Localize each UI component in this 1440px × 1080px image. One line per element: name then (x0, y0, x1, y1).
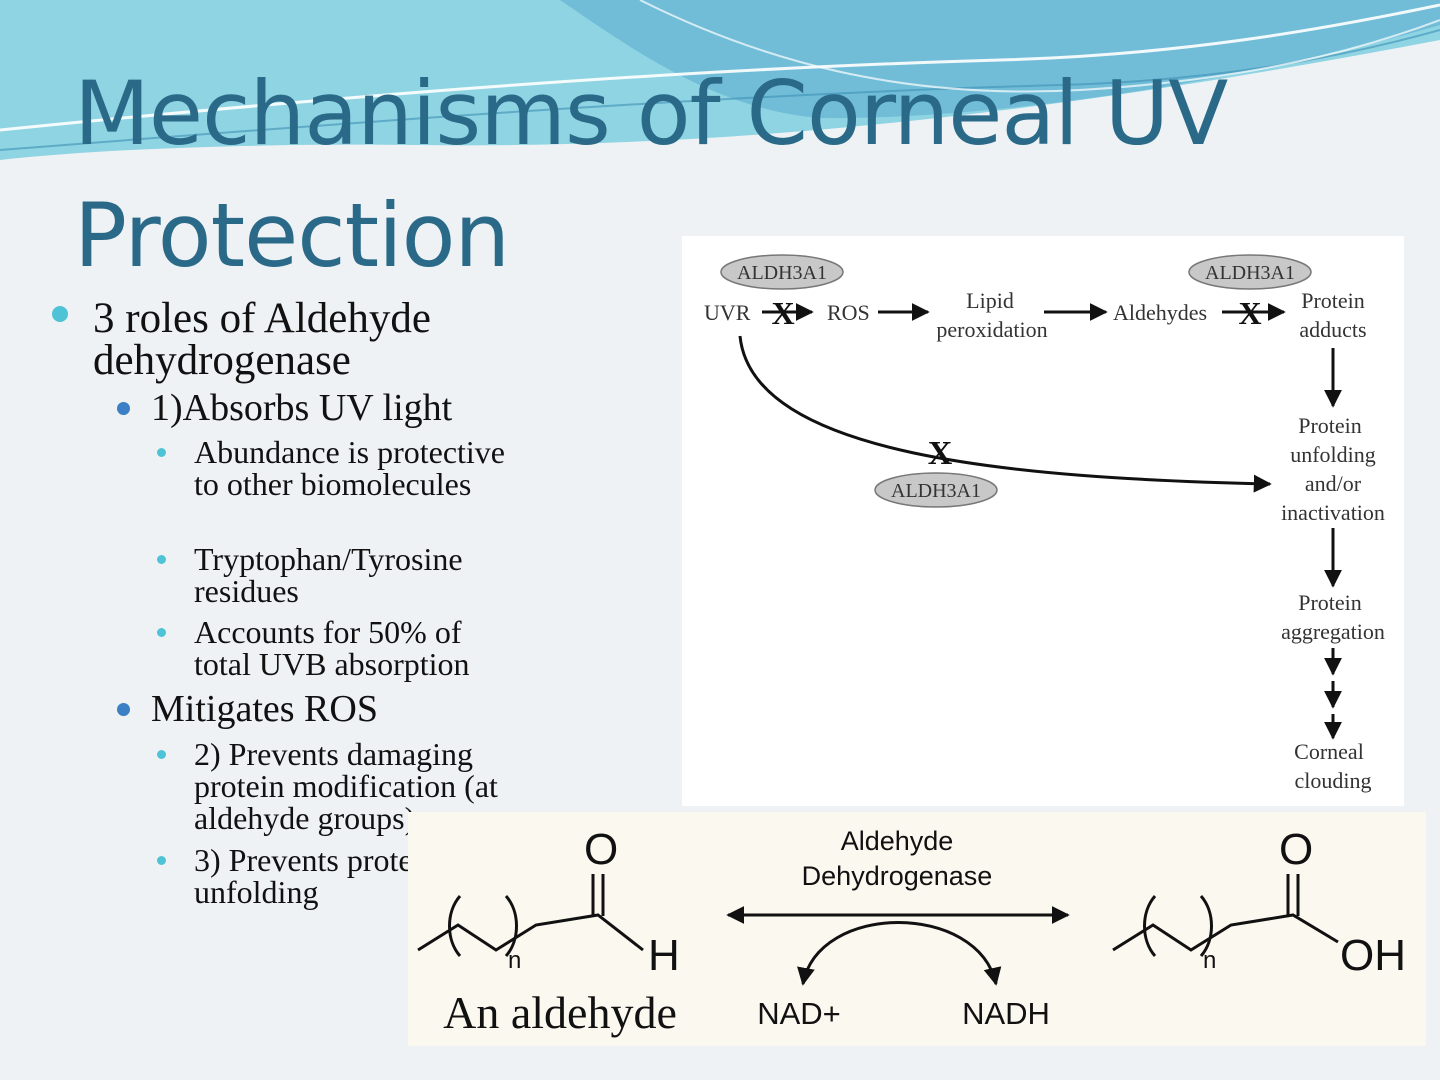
label-uvr: UVR (704, 300, 751, 325)
bullet-dot-icon (117, 402, 130, 415)
acid-hydroxyl: OH (1340, 931, 1406, 980)
bullet-sub1-item-2-text: Tryptophan/Tyrosine residues (194, 541, 463, 609)
title-line-2: Protection (74, 184, 510, 287)
aldehyde-bracket-right (504, 895, 518, 957)
bullet-dot-icon (157, 448, 166, 457)
bullet-main-text: 3 roles of Aldehyde dehydrogenase (93, 295, 431, 384)
reaction-enzyme-line-2: Dehydrogenase (802, 861, 993, 891)
wave-highlight (0, 3, 1440, 132)
bullet-sub2-item-1: 2) Prevents damaging protein modificatio… (157, 738, 517, 834)
bullet-dot-icon (157, 750, 166, 759)
enzyme-ellipse-top-right (1188, 254, 1312, 290)
bullet-main: 3 roles of Aldehyde dehydrogenase (52, 295, 522, 384)
bullet-sub2-item-1-text: 2) Prevents damaging protein modificatio… (194, 736, 498, 836)
wave-line-3 (639, 0, 1440, 93)
label-aggregation-2: aggregation (1281, 619, 1385, 644)
aldehyde-oxygen: O (584, 825, 618, 874)
bullet-dot-icon (157, 628, 166, 637)
enzyme-label-top-left: ALDH3A1 (737, 262, 827, 284)
label-lipid: Lipid (966, 288, 1014, 313)
bullet-dot-icon (117, 703, 130, 716)
label-unfolding-1: Protein (1298, 413, 1362, 438)
enzyme-ellipse-top-left (720, 254, 844, 290)
bullet-sub1-item-1: Abundance is protective to other biomole… (157, 436, 517, 500)
arrow-uvr-unfolding-curve (738, 335, 1272, 493)
aldehyde-structure (417, 874, 644, 957)
aldehyde-caption: An aldehyde (443, 987, 677, 1038)
acid-bracket-left (1143, 895, 1157, 957)
bullet-sub2-item-2-text: 3) Prevents protein unfolding (194, 842, 438, 910)
label-protein-adducts-1: Protein (1301, 288, 1365, 313)
bullet-sub1-item-3-text: Accounts for 50% of total UVB absorption (194, 614, 470, 682)
block-mark-uvr-unfolding: X (928, 435, 953, 472)
acid-bracket-right (1199, 895, 1213, 957)
title-line-1: Mechanisms of Corneal UV (74, 62, 1228, 165)
acid-oxygen: O (1279, 825, 1313, 874)
aldehyde-reaction-panel: O H n O OH n Aldehyde Dehydrogenase NAD+… (408, 812, 1426, 1046)
label-peroxidation: peroxidation (936, 317, 1047, 342)
bullet-sub1-item-1-text: Abundance is protective to other biomole… (194, 434, 505, 502)
enzyme-ellipse-middle (874, 472, 998, 508)
label-unfolding-3: and/or (1305, 471, 1362, 496)
label-aldehydes: Aldehydes (1113, 300, 1207, 325)
aldehyde-subscript-n: n (508, 947, 521, 974)
bullet-sub1-item-3: Accounts for 50% of total UVB absorption (157, 616, 517, 680)
reaction-enzyme-line-1: Aldehyde (841, 826, 954, 856)
label-corneal-2: clouding (1295, 768, 1372, 793)
bullet-dot-icon (157, 555, 166, 564)
bullet-sub2-item-2: 3) Prevents protein unfolding (157, 844, 517, 908)
enzyme-label-top-right: ALDH3A1 (1205, 262, 1295, 284)
bullet-dot-icon (52, 306, 68, 322)
label-ros: ROS (827, 300, 870, 325)
ros-pathway-diagram: ALDH3A1 ALDH3A1 ALDH3A1 UVR ROS Lipid pe… (682, 236, 1404, 806)
bullet-sub2: Mitigates ROS (117, 688, 537, 730)
bullet-dot-icon (157, 856, 166, 865)
cofactor-nad-plus: NAD+ (757, 996, 841, 1031)
label-unfolding-2: unfolding (1290, 442, 1376, 467)
aldehyde-bracket-left (448, 895, 462, 957)
bullet-sub2-text: Mitigates ROS (151, 688, 378, 730)
aldehyde-hydrogen: H (648, 931, 680, 980)
bullet-sub1: 1)Absorbs UV light (117, 387, 537, 429)
acid-subscript-n: n (1203, 947, 1216, 974)
label-unfolding-4: inactivation (1281, 500, 1385, 525)
bullet-sub1-item-2: Tryptophan/Tyrosine residues (157, 543, 517, 607)
cofactor-nadh: NADH (962, 996, 1050, 1031)
label-aggregation-1: Protein (1298, 590, 1362, 615)
acid-structure (1112, 874, 1339, 957)
cofactor-curved-arrow (797, 921, 1002, 986)
enzyme-label-middle: ALDH3A1 (891, 480, 981, 502)
label-protein-adducts-2: adducts (1299, 317, 1366, 342)
bullet-sub1-text: 1)Absorbs UV light (151, 387, 453, 429)
label-corneal-1: Corneal (1294, 739, 1364, 764)
